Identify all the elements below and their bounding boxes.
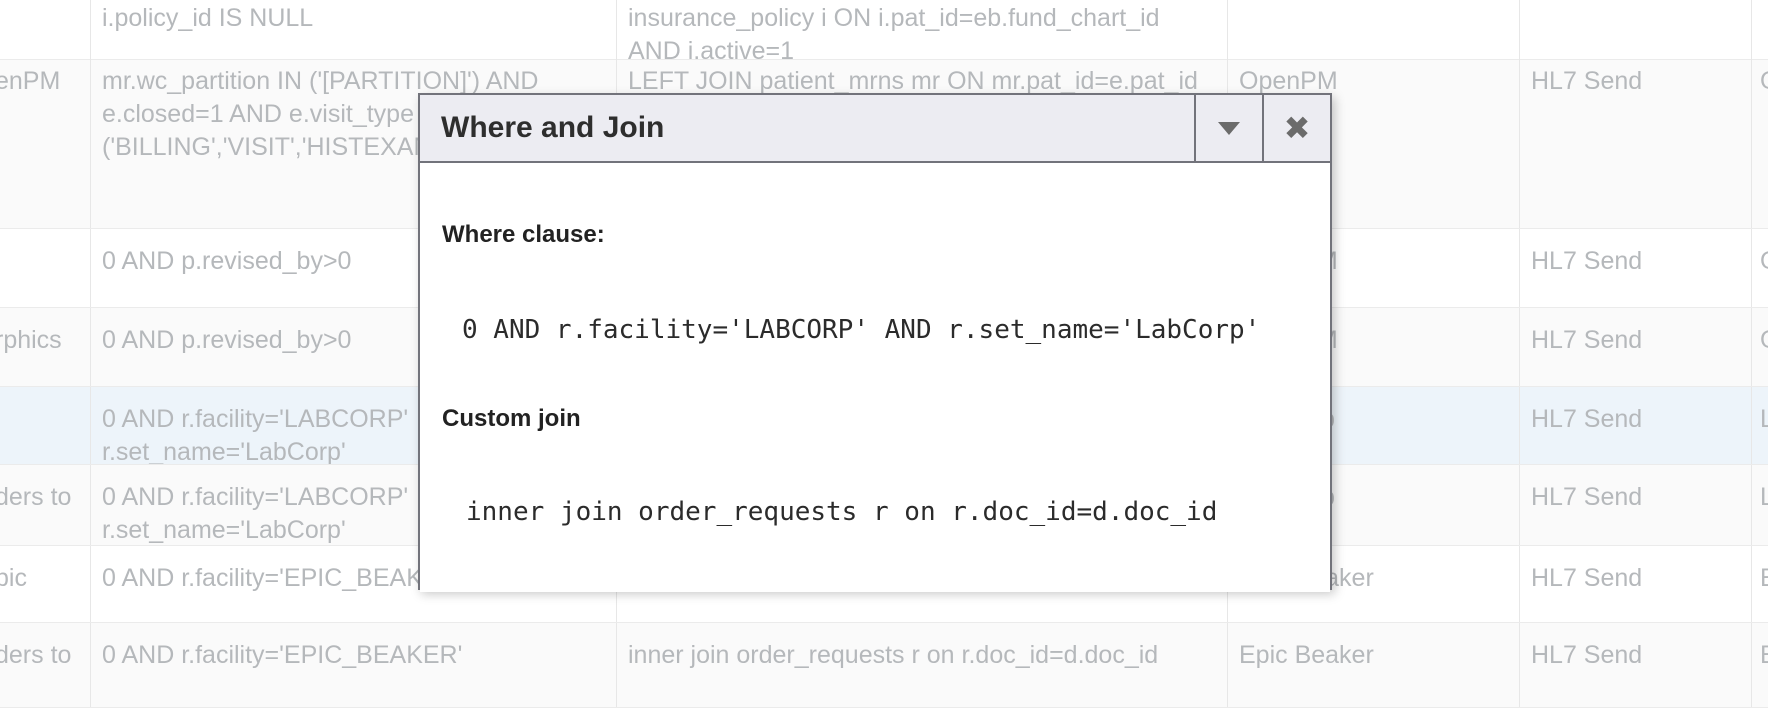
table-row[interactable]: ders to 0 AND r.facility='EPIC_BEAKER' i… — [0, 623, 1768, 708]
chevron-down-icon — [1218, 121, 1240, 135]
cell-name — [0, 0, 91, 68]
cell-name — [0, 229, 91, 307]
cell-join: inner join order_requests r on r.doc_id=… — [617, 623, 1228, 707]
cell-where-clause: mr.wc_partition IN ('[PARTITION]') AND e… — [91, 60, 617, 228]
cell-send-type: HL7 Send — [1520, 229, 1752, 307]
cell-send-type — [1520, 0, 1752, 68]
cell-where-clause: 0 AND r.facility='LABCORP' r.set_name='L… — [91, 387, 617, 464]
cell-join: insurance_policy i ON i.pat_id=eb.fund_c… — [617, 0, 1228, 68]
cell-extra: O — [1752, 60, 1768, 228]
cell-extra: E — [1752, 623, 1768, 707]
cell-name — [0, 387, 91, 464]
cell-where-clause: 0 AND r.facility='EPIC_BEAKER' — [91, 546, 617, 622]
close-icon: ✖ — [1283, 109, 1311, 147]
cell-system: OpenPM — [1228, 60, 1520, 228]
cell-send-type: HL7 Send — [1520, 546, 1752, 622]
dialog-close-button[interactable]: ✖ — [1262, 95, 1330, 161]
cell-send-type: HL7 Send — [1520, 465, 1752, 545]
cell-extra: E — [1752, 546, 1768, 622]
cell-where-clause: i.policy_id IS NULL — [91, 0, 617, 68]
cell-send-type: HL7 Send — [1520, 308, 1752, 386]
cell-extra: L — [1760, 483, 1768, 511]
dialog-collapse-button[interactable] — [1194, 95, 1262, 161]
cell-where-clause: 0 AND r.facility='EPIC_BEAKER' — [91, 623, 617, 707]
cell-extra: O — [1752, 229, 1768, 307]
cell-send-type: HL7 Send — [1520, 387, 1752, 464]
custom-join-value: inner join order_requests r on r.doc_id=… — [466, 497, 1218, 527]
dialog-body: Where clause: 0 AND r.facility='LABCORP'… — [420, 163, 1330, 592]
cell-send-type: HL7 Send — [1520, 623, 1752, 707]
table-row[interactable]: i.policy_id IS NULL insurance_policy i O… — [0, 0, 1768, 68]
cell-name: pic — [0, 546, 91, 622]
cell-name: ders to — [0, 465, 91, 545]
cell-system — [1228, 0, 1520, 68]
dialog-title-bar[interactable]: Where and Join ✖ — [420, 95, 1330, 163]
cell-send-type: HL7 Send — [1520, 60, 1752, 228]
cell-name: ders to — [0, 623, 91, 707]
dialog-title: Where and Join — [441, 111, 665, 144]
cell-extra: L — [1760, 405, 1768, 433]
where-and-join-dialog: Where and Join ✖ Where clause: 0 AND r.f… — [418, 93, 1332, 592]
cell-join: LEFT JOIN patient_mrns mr ON mr.pat_id=e… — [617, 60, 1228, 228]
cell-where-clause: 0 AND p.revised_by>0 — [91, 229, 617, 307]
custom-join-label: Custom join — [442, 405, 581, 432]
cell-extra: O — [1752, 308, 1768, 386]
cell-name: enPM — [0, 60, 91, 228]
cell-name: rphics — [0, 308, 91, 386]
cell-extra — [1752, 0, 1768, 68]
where-clause-label: Where clause: — [442, 221, 605, 248]
where-clause-value: 0 AND r.facility='LABCORP' AND r.set_nam… — [462, 315, 1261, 345]
cell-system: Epic Beaker — [1228, 623, 1520, 707]
